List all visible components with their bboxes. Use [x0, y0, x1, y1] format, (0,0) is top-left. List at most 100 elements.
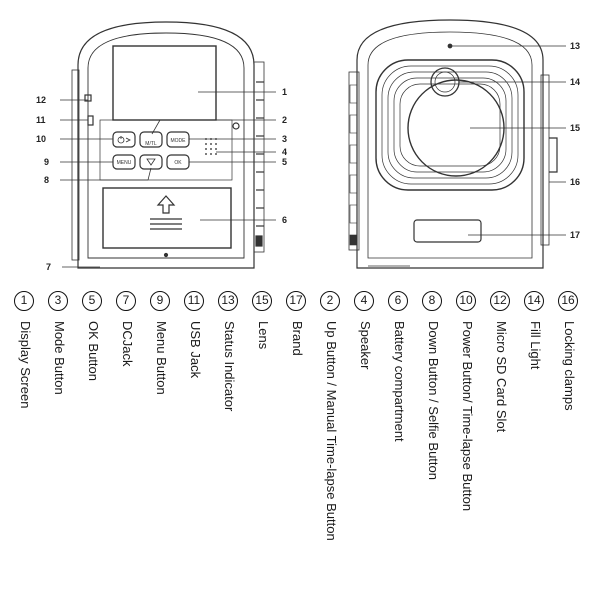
callout-number: 4 [282, 147, 287, 157]
right-latch-icon [232, 122, 240, 130]
legend-label: Down Button / Selfie Button [426, 321, 441, 480]
power-button [112, 131, 136, 148]
legend-label: Brand [290, 321, 305, 356]
back-view [348, 19, 558, 269]
down-button [139, 154, 163, 170]
mode-button-label: MODE [171, 138, 187, 144]
legend-number: 12 [490, 291, 510, 311]
callout-number: 10 [36, 134, 46, 144]
legend-item: 4 Speaker [354, 291, 378, 596]
camera-diagram: MODE M/TL MENU OK 1 2 3 4 5 6 7 8 9 10 1… [36, 19, 580, 272]
legend-item: 15 Lens [252, 291, 276, 596]
callout-number: 17 [570, 230, 580, 240]
left-locking-clamp [348, 71, 360, 251]
legend-number: 5 [82, 291, 102, 311]
legend-item: 17 Brand [286, 291, 310, 596]
legend-number: 11 [184, 291, 204, 311]
callout-number: 6 [282, 215, 287, 225]
control-panel [99, 119, 233, 181]
legend-label: Speaker [358, 321, 373, 370]
menu-button-label: MENU [117, 160, 132, 166]
legend-number: 14 [524, 291, 544, 311]
front-housing-inner [87, 32, 245, 259]
legend-item: 11 USB Jack [184, 291, 208, 596]
legend-item: 12 Micro SD Card Slot [490, 291, 514, 596]
back-housing-outer [356, 19, 544, 269]
legend-number: 17 [286, 291, 306, 311]
legend-number: 4 [354, 291, 374, 311]
callout-number: 9 [44, 157, 49, 167]
callout-number: 13 [570, 41, 580, 51]
ok-button-label: OK [174, 160, 182, 166]
strap-buckle [255, 235, 263, 247]
front-bottom-dot [163, 252, 169, 258]
status-indicator [447, 43, 453, 49]
right-locking-clamp [540, 74, 550, 246]
callout-number: 14 [570, 77, 580, 87]
legend-number: 13 [218, 291, 238, 311]
legend-item: 8 Down Button / Selfie Button [422, 291, 446, 596]
up-button [139, 131, 163, 148]
legend-label: Display Screen [18, 321, 33, 409]
callout-number: 3 [282, 134, 287, 144]
legend-item: 7 DCJack [116, 291, 140, 596]
legend-number: 16 [558, 291, 578, 311]
callout-number: 7 [46, 262, 51, 272]
legend-number: 3 [48, 291, 68, 311]
sd-slot [84, 94, 92, 102]
front-leader-lines [60, 91, 276, 268]
legend-number: 10 [456, 291, 476, 311]
brand-plate [413, 219, 482, 243]
down-arrow-icon [146, 158, 156, 166]
left-hinge [71, 69, 80, 261]
legend-number: 15 [252, 291, 272, 311]
power-icon [117, 136, 131, 144]
callout-number: 8 [44, 175, 49, 185]
mode-button [166, 131, 190, 148]
callout-number: 15 [570, 123, 580, 133]
legend-item: 14 Fill Light [524, 291, 548, 596]
legend-label: Mode Button [52, 321, 67, 395]
legend-label: Locking clamps [562, 321, 577, 411]
legend-label: Fill Light [528, 321, 543, 370]
legend-number: 9 [150, 291, 170, 311]
callout-number: 12 [36, 95, 46, 105]
right-strap [253, 61, 265, 253]
legend-item: 6 Battery compartment [388, 291, 412, 596]
callout-number: 16 [570, 177, 580, 187]
legend-label: USB Jack [188, 321, 203, 379]
legend-number: 6 [388, 291, 408, 311]
legend-label: Menu Button [154, 321, 169, 395]
battery-arrow-icon [156, 195, 176, 214]
callout-number: 5 [282, 157, 287, 167]
legend-item: 9 Menu Button [150, 291, 174, 596]
legend-item: 5 OK Button [82, 291, 106, 596]
speaker-grille [205, 138, 217, 155]
legend-label: OK Button [86, 321, 101, 381]
callout-number: 11 [36, 115, 46, 125]
side-clip [549, 137, 558, 173]
legend-item: 10 Power Button/ Time-lapse Button [456, 291, 480, 596]
legend-item: 13 Status Indicator [218, 291, 242, 596]
back-leader-lines [452, 45, 566, 236]
legend-number: 8 [422, 291, 442, 311]
lens-housing [375, 59, 525, 191]
legend-item: 3 Mode Button [48, 291, 72, 596]
legend-item: 1 Display Screen [14, 291, 38, 596]
legend-label: Power Button/ Time-lapse Button [460, 321, 475, 512]
back-housing-inner [367, 31, 533, 259]
legend-item: 2 Up Button / Manual Time-lapse Button [320, 291, 344, 596]
legend-item: 16 Locking clamps [558, 291, 582, 596]
usb-port [87, 115, 94, 126]
legend-number: 7 [116, 291, 136, 311]
battery-compartment [102, 187, 232, 249]
display-screen [112, 45, 217, 121]
up-button-label: M/TL [145, 141, 157, 147]
legend-label: Battery compartment [392, 321, 407, 442]
front-housing-outer [77, 21, 255, 269]
legend-label: DCJack [120, 321, 135, 367]
legend-label: Micro SD Card Slot [494, 321, 509, 433]
legend-label: Status Indicator [222, 321, 237, 412]
legend-label: Up Button / Manual Time-lapse Button [324, 321, 339, 541]
callout-number: 1 [282, 87, 287, 97]
